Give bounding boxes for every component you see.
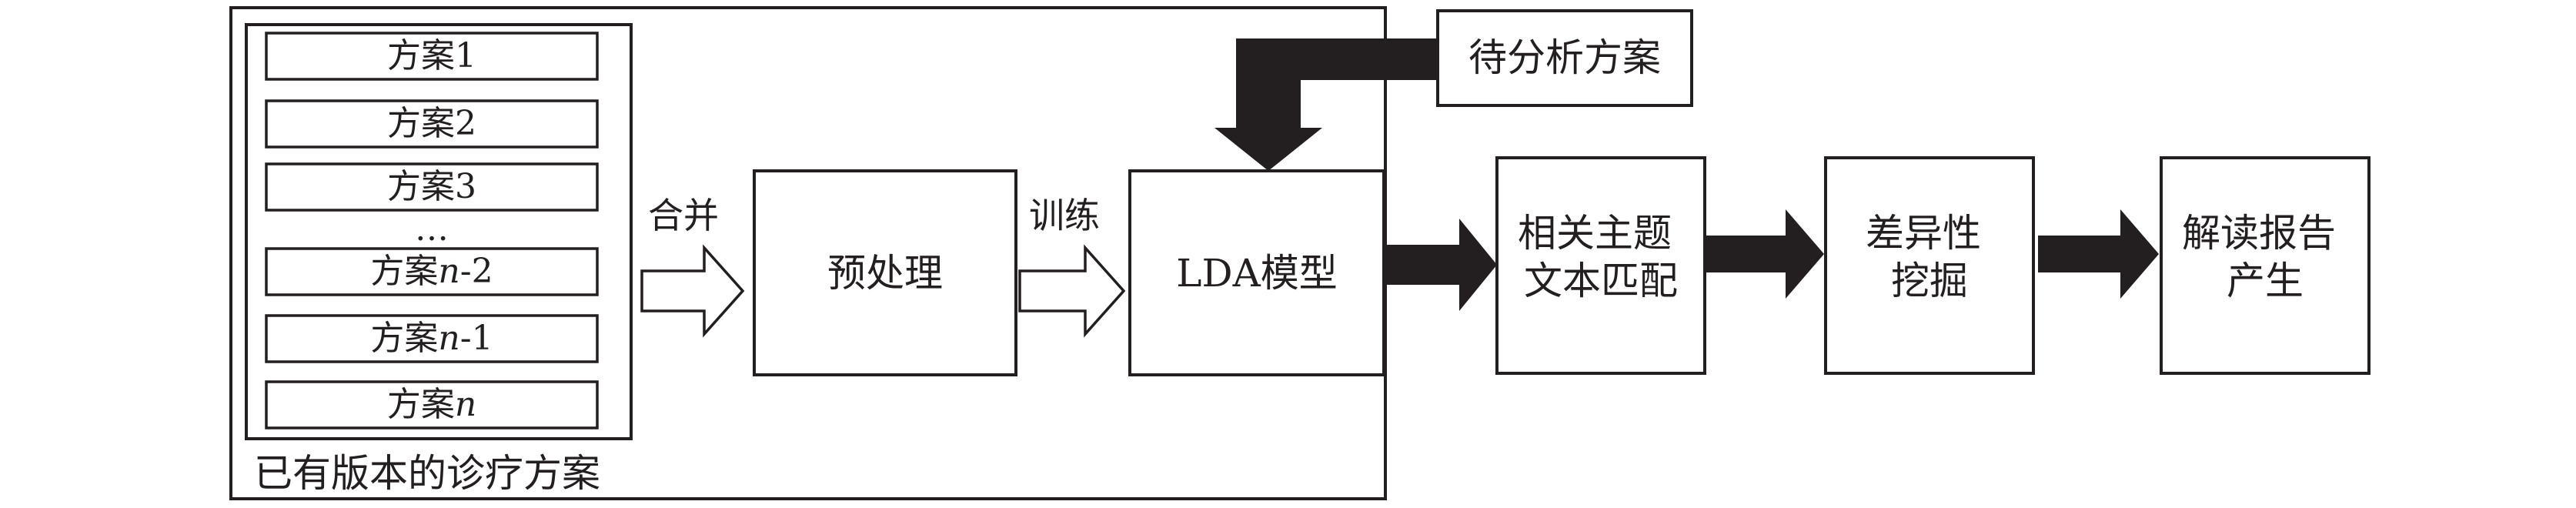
report-label: 解读报告 产生 (2182, 211, 2348, 303)
plan-item-1-box (265, 32, 599, 81)
plan-item-3-box (265, 162, 599, 212)
pending-plan-label: 待分析方案 (1468, 35, 1661, 80)
plan-item-n-label: 方案n (387, 385, 476, 424)
preprocess-label: 预处理 (827, 251, 943, 296)
train-arrow-icon (1018, 244, 1126, 338)
plan-list-box (245, 23, 633, 440)
lda-model-label: LDA模型 (1176, 251, 1337, 296)
plan-item-3-label: 方案3 (387, 167, 476, 206)
pending-plan-arrow-icon (1214, 38, 1436, 171)
preprocess-box (753, 169, 1017, 376)
train-label: 训练 (1029, 195, 1100, 236)
plan-item-n-2-box (265, 247, 599, 296)
topic-match-label: 相关主题 文本匹配 (1518, 211, 1684, 303)
plan-item-n-1-box (265, 314, 599, 363)
lda-to-match-arrow-icon (1384, 219, 1497, 311)
existing-plans-caption: 已有版本的诊疗方案 (254, 451, 600, 496)
diff-mining-box (1824, 156, 2035, 375)
pending-plan-box (1436, 9, 1693, 107)
merge-arrow-icon (640, 244, 745, 338)
merge-label: 合并 (648, 195, 719, 236)
report-box (2160, 156, 2371, 375)
diff-to-report-arrow-icon (2038, 209, 2159, 299)
plan-item-2-box (265, 99, 599, 149)
plan-list-ellipsis: … (415, 209, 449, 249)
diff-mining-label: 差异性 挖掘 (1866, 211, 1993, 303)
plan-item-n-1-label: 方案n-1 (370, 319, 493, 358)
plan-item-n-2-label: 方案n-2 (370, 252, 493, 291)
lda-model-box (1128, 169, 1385, 376)
plan-item-n-box (265, 380, 599, 429)
plan-item-1-label: 方案1 (387, 36, 476, 75)
plan-item-2-label: 方案2 (387, 104, 476, 143)
match-to-diff-arrow-icon (1705, 209, 1824, 299)
